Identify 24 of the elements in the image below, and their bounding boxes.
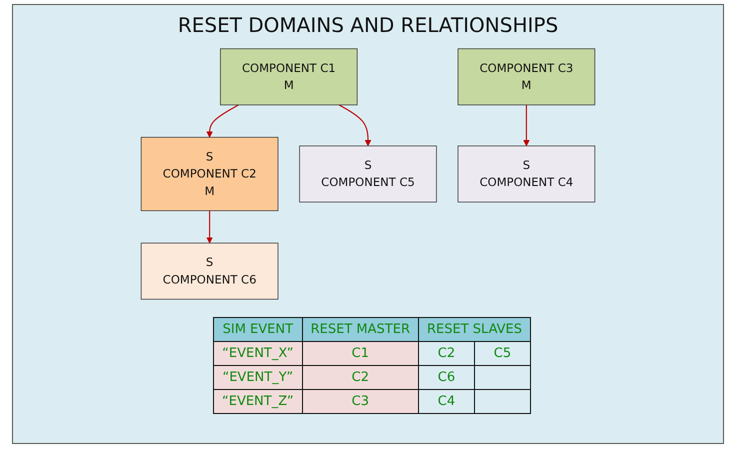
node-box: COMPONENT C1 M <box>220 48 358 106</box>
table-cell: C2 <box>418 342 474 366</box>
arrow <box>338 104 372 146</box>
arrow <box>523 104 530 146</box>
table-cell: C3 <box>302 390 418 414</box>
table-cell: C5 <box>474 342 530 366</box>
table-cell: “EVENT_Y” <box>214 366 302 390</box>
table-cell: C6 <box>418 366 474 390</box>
diagram-title: RESET DOMAINS AND RELATIONSHIPS <box>176 13 560 37</box>
node-box: COMPONENT C3 M <box>458 48 596 106</box>
node-box: S COMPONENT C6 <box>140 242 278 300</box>
arrow <box>206 210 213 244</box>
table-cell: C4 <box>418 390 474 414</box>
node-box: S COMPONENT C2 M <box>140 136 278 212</box>
column-header: RESET SLAVES <box>418 318 530 342</box>
node-box: S COMPONENT C5 <box>299 146 437 202</box>
column-header: SIM EVENT <box>214 318 302 342</box>
table-cell: C1 <box>302 342 418 366</box>
table-cell: “EVENT_Z” <box>214 390 302 414</box>
column-header: RESET MASTER <box>302 318 418 342</box>
table-cell: “EVENT_X” <box>214 342 302 366</box>
arrow <box>206 104 239 138</box>
table-cell: C2 <box>302 366 418 390</box>
node-box: S COMPONENT C4 <box>458 146 596 202</box>
